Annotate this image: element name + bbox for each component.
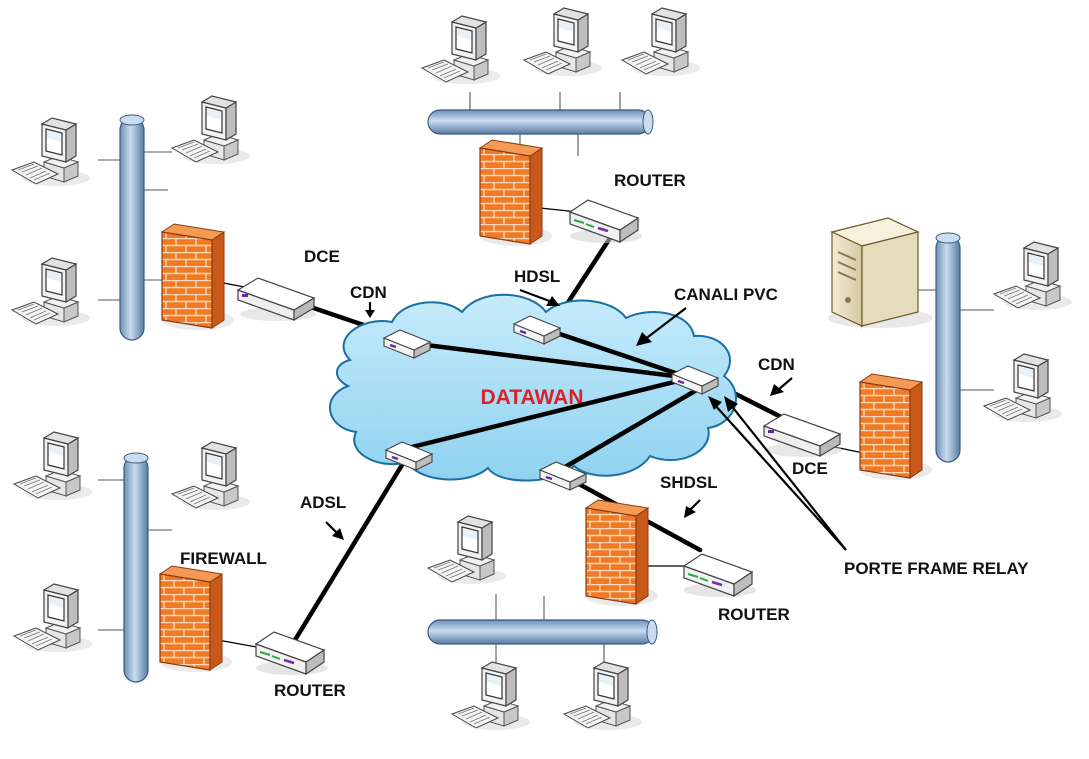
firewall-icon [585,499,659,607]
computer-icon [171,441,251,511]
hdsl-arrowhead [546,296,560,306]
labels: ROUTER HDSL CANALI PVC DCE CDN CDN DCE A… [180,171,1029,700]
link-hub-2 [545,327,693,381]
computer-icon [13,583,93,653]
computer-icon [523,7,603,77]
bus-cable-right [935,232,961,463]
bus-cable-left-bottom [123,452,149,683]
hdsl-arrow [519,288,553,304]
dce-label-right: DCE [792,459,828,478]
lan-left-bottom [13,431,330,683]
porte-frame-relay-arrow-2 [713,403,847,551]
dce-label-left: DCE [304,247,340,266]
hdsl-label: HDSL [514,267,560,286]
firewall-icon [159,565,233,673]
router-label-bottom-left: ROUTER [274,681,346,700]
canali-pvc-arrowhead [636,332,652,346]
lan-right [763,217,1073,481]
computer-icon [983,353,1063,423]
lan-top [421,7,701,247]
bus-cable-bottom [427,619,658,645]
link-hub-1 [415,341,693,381]
computer-icon [993,241,1073,311]
router-icon [682,552,758,599]
computer-icon [621,7,701,77]
bus-cable-top [427,109,654,135]
link-hub-4 [557,385,703,473]
server-icon [828,217,932,330]
router-label-right: ROUTER [718,605,790,624]
firewall-icon [859,373,933,481]
porte-frame-relay-arrowhead-2 [708,396,722,410]
computer-icon [13,431,93,501]
canali-pvc-label: CANALI PVC [674,285,778,304]
datawan-cloud: DATAWAN [329,293,737,482]
porte-frame-relay-arrowhead [724,396,738,412]
shdsl-label: SHDSL [660,473,718,492]
computer-icon [11,257,91,327]
router-label-top: ROUTER [614,171,686,190]
link-left-firewall-to-router [217,639,263,649]
porte-frame-relay-label: PORTE FRAME RELAY [844,559,1029,578]
lan-bottom [427,499,758,731]
computer-icon [451,661,531,731]
datawan-label: DATAWAN [480,386,583,409]
cdn-right-arrow [777,377,793,391]
shdsl-arrowhead [684,506,696,518]
computer-icon [427,515,507,585]
computer-icon [11,117,91,187]
cdn-right-arrowhead [770,384,784,396]
firewall-icon [161,223,235,331]
router-icon [254,630,330,677]
adsl-label: ADSL [300,493,346,512]
cdn-label-left: CDN [350,283,387,302]
lan-left-top [11,95,317,341]
computer-icon [563,661,643,731]
cdn-label-right: CDN [758,355,795,374]
cloud-links [405,327,703,473]
canali-pvc-arrow [643,307,687,341]
firewall-icon [479,139,553,247]
link-adsl [292,457,408,643]
cdn-left-arrowhead [365,310,375,318]
shdsl-arrow [689,499,701,511]
dce-icon [237,277,317,322]
porte-frame-relay-arrow [729,403,847,551]
computer-icon [171,95,251,165]
dce-icon [763,413,843,458]
router-icon [568,198,644,245]
computer-icon [421,15,501,85]
link-hub-3 [405,375,693,451]
adsl-arrowhead [332,528,344,540]
bus-cable-left-top [119,114,145,341]
pointer-arrows [325,288,847,551]
firewall-label: FIREWALL [180,549,267,568]
